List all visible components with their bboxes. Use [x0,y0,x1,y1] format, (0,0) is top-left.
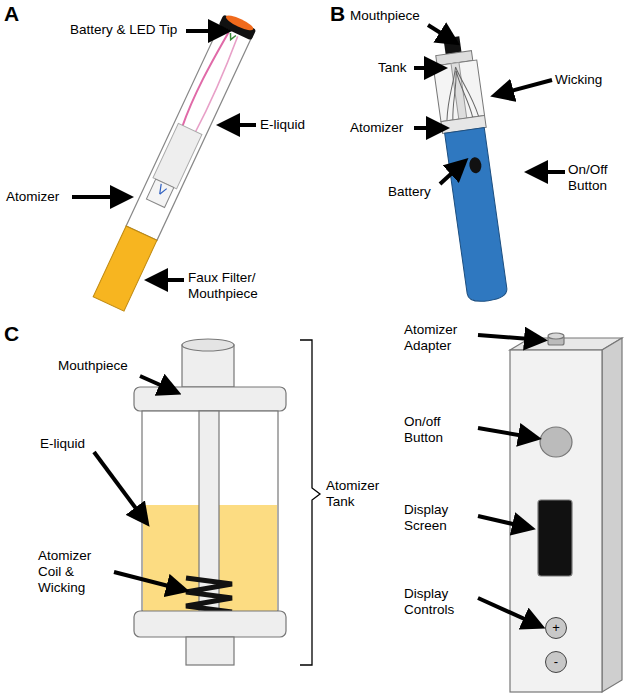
part-label: Atomizer Coil & Wicking [38,548,114,596]
vape-pen [430,34,511,304]
cigalike [92,12,257,312]
part-label: Tank [378,60,418,76]
part-label: Battery & LED Tip [70,22,186,38]
part-label: Atomizer [350,120,414,136]
part-label: Atomizer Adapter [404,322,480,354]
part-label: Display Controls [404,586,480,618]
part-label: Battery [388,184,448,200]
button-symbol: + [552,621,560,635]
part-label: E-liquid [40,436,100,452]
part-label: Mouthpiece [350,8,430,24]
atomizer-tank [134,339,320,665]
part-label: On/off Button [404,414,480,446]
control-button: + [545,617,567,639]
part-label: Display Screen [404,502,480,534]
part-label: Atomizer [6,189,72,205]
part-label: On/Off Button [568,162,628,194]
leader-arrows [72,25,565,626]
control-button: - [545,651,567,673]
part-label: Atomizer Tank [326,478,386,510]
part-label: E-liquid [260,117,330,133]
part-label: Mouthpiece [58,358,142,374]
part-label: Wicking [555,72,625,88]
panel-letter: A [4,2,34,26]
button-symbol: - [554,655,558,669]
part-label: Faux Filter/ Mouthpiece [188,270,278,302]
box-mod [510,333,622,692]
panel-letter: C [4,322,34,346]
